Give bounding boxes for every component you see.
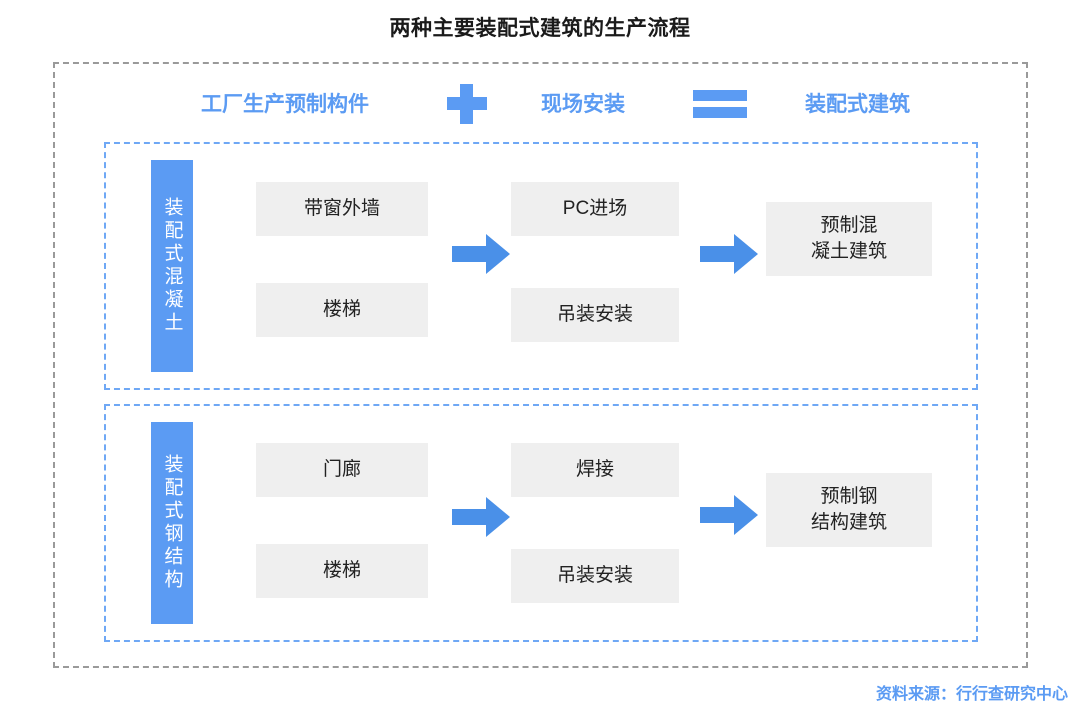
- row-label-steel: 装配式钢结构: [151, 422, 193, 624]
- plus-sign-icon: [445, 84, 489, 124]
- header-equation-row: 工厂生产预制构件 现场安装 装配式建筑: [53, 82, 1028, 124]
- arrow-right-icon-steel-1: [452, 497, 510, 537]
- process-box-steel-stage1-2: 楼梯: [256, 544, 428, 598]
- diagram-outer-frame: [53, 62, 1028, 668]
- outcome-steel-line2: 结构建筑: [810, 512, 887, 533]
- process-box-concrete-stage2-1: PC进场: [511, 182, 679, 236]
- outcome-concrete-line1: 预制混: [820, 215, 878, 237]
- page-title: 两种主要装配式建筑的生产流程: [389, 17, 691, 40]
- header-onsite-label: 现场安装: [541, 93, 625, 116]
- process-box-steel-stage2-1: 焊接: [511, 443, 679, 497]
- process-row-steel: [104, 404, 978, 642]
- outcome-concrete-line2: 凝土建筑: [810, 241, 887, 262]
- process-box-concrete-stage2-2: 吊装安装: [511, 288, 679, 342]
- process-row-concrete: [104, 142, 978, 390]
- process-box-concrete-stage1-2: 楼梯: [256, 283, 428, 337]
- arrow-right-icon-concrete-2: [700, 234, 758, 274]
- arrow-right-icon-concrete-1: [452, 234, 510, 274]
- arrow-right-icon-steel-2: [700, 495, 758, 535]
- outcome-box-steel: 预制钢 结构建筑: [766, 473, 932, 547]
- header-result-label: 装配式建筑: [805, 93, 910, 116]
- process-box-steel-stage2-2: 吊装安装: [511, 549, 679, 603]
- source-attribution: 资料来源：行行查研究中心: [875, 686, 1068, 703]
- outcome-steel-line1: 预制钢: [820, 486, 878, 508]
- equals-sign-icon: [693, 90, 747, 118]
- process-box-concrete-stage1-1: 带窗外墙: [256, 182, 428, 236]
- outcome-box-concrete: 预制混 凝土建筑: [766, 202, 932, 276]
- row-label-concrete: 装配式混凝土: [151, 160, 193, 372]
- header-factory-label: 工厂生产预制构件: [201, 93, 369, 116]
- process-box-steel-stage1-1: 门廊: [256, 443, 428, 497]
